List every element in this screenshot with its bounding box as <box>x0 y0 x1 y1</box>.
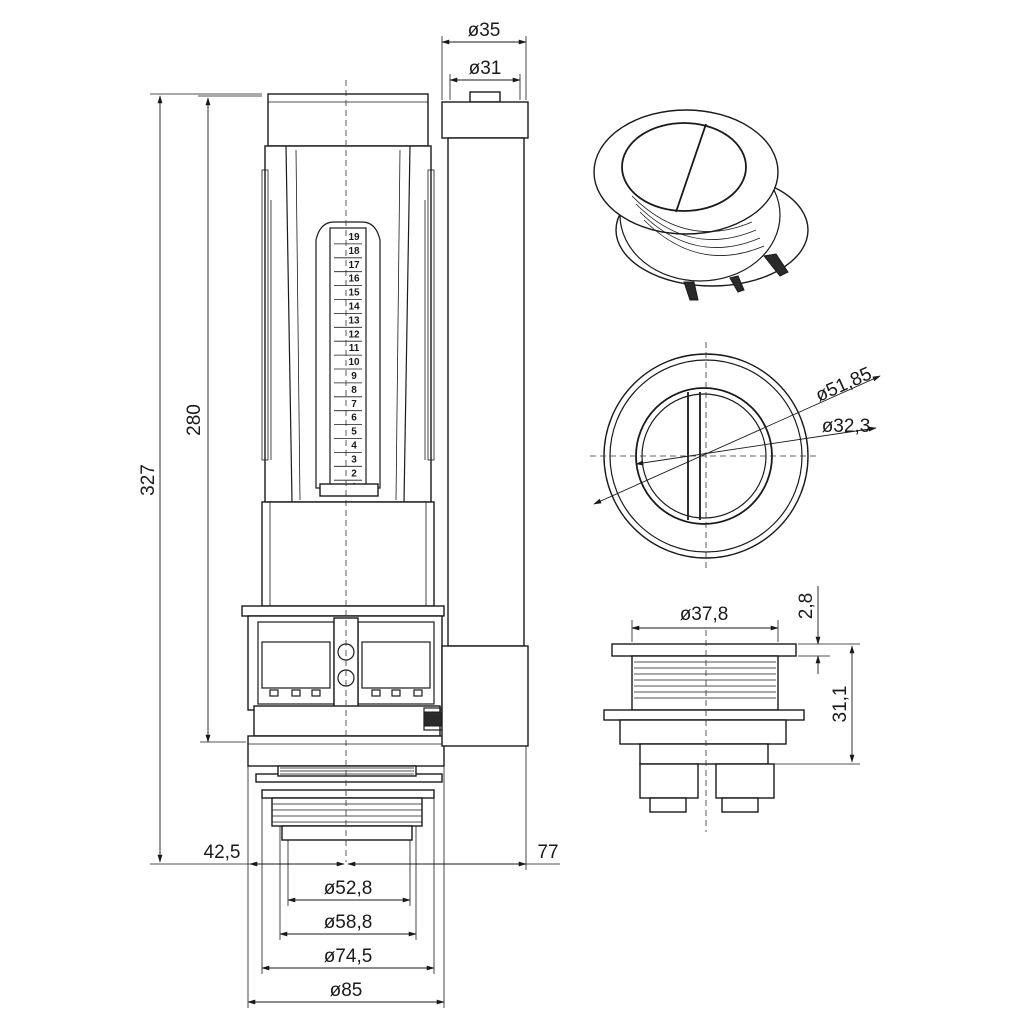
dim-button-cap: 2,8 <box>796 593 817 619</box>
dimension-lines <box>150 36 881 1008</box>
dim-float-height: 280 <box>184 404 205 436</box>
scale-number: 19 <box>348 232 360 243</box>
threaded-connector <box>255 765 443 841</box>
scale-number: 7 <box>351 399 357 410</box>
scale-number: 3 <box>351 454 357 465</box>
dim-button-outer: ø51,85 <box>812 363 875 406</box>
scale-number: 2 <box>351 468 357 479</box>
dim-tube-inner: ø31 <box>469 58 502 79</box>
dim-d3: ø74,5 <box>324 946 373 967</box>
dim-total-height: 327 <box>138 464 159 496</box>
dim-d1: ø52,8 <box>324 878 373 899</box>
dim-button-inner: ø32,3 <box>822 416 871 437</box>
scale-number: 11 <box>349 343 360 354</box>
scale-number: 16 <box>348 274 360 285</box>
cage-side-ribs <box>261 169 435 461</box>
dim-button-thread: ø37,8 <box>680 604 729 625</box>
scale-number: 14 <box>348 302 360 313</box>
dim-d4: ø85 <box>330 980 363 1001</box>
scale-number: 13 <box>348 315 360 326</box>
scale-number: 4 <box>351 441 357 452</box>
scale-number: 8 <box>351 385 357 396</box>
dim-d2: ø58,8 <box>324 912 373 933</box>
scale-number: 9 <box>351 371 357 382</box>
overflow-tube <box>441 91 529 747</box>
scale-number: 10 <box>348 357 360 368</box>
scale-number: 12 <box>348 329 360 340</box>
dim-offset-left: 42,5 <box>204 842 241 863</box>
push-button-side-view <box>603 630 805 832</box>
adjustment-scale: 19181716151413121110987654321 <box>315 221 381 497</box>
scale-number: 6 <box>351 413 357 424</box>
scale-number: 18 <box>348 246 360 257</box>
dim-button-height: 31,1 <box>830 686 851 723</box>
flush-valve-body: 19181716151413121110987654321 <box>241 80 529 862</box>
dim-tube-outer: ø35 <box>468 20 501 41</box>
dim-offset-right: 77 <box>537 842 558 863</box>
scale-number: 5 <box>351 427 357 438</box>
scale-number: 15 <box>348 288 360 299</box>
scale-number: 17 <box>348 260 360 271</box>
push-button-isometric <box>593 109 809 301</box>
push-button-top-view <box>590 342 820 570</box>
